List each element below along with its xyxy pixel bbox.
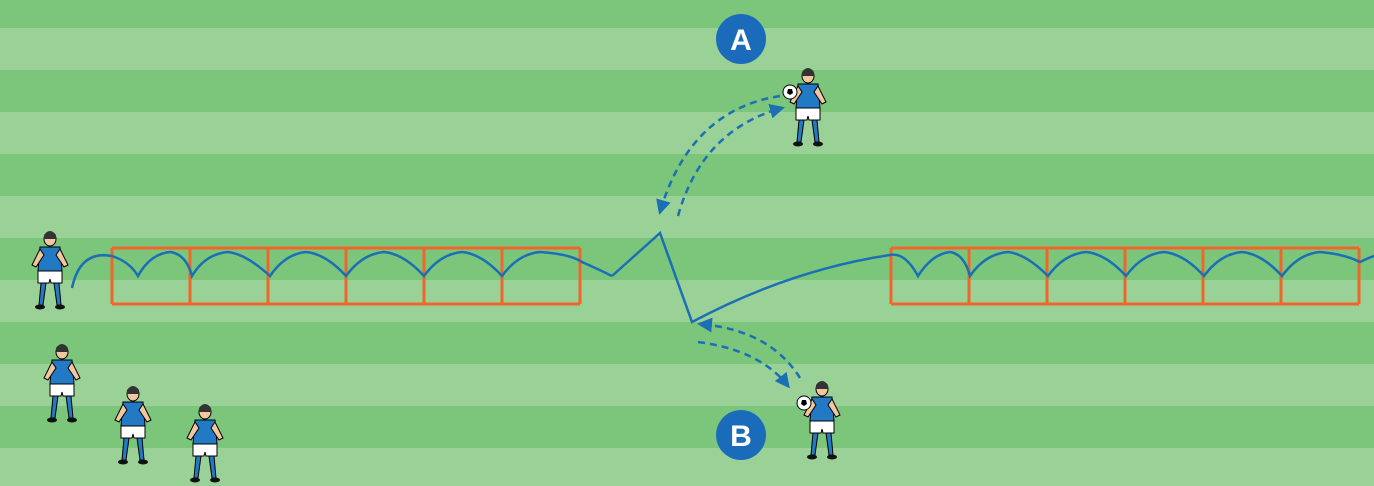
badge-b: B — [716, 410, 766, 460]
field-stripe — [0, 406, 1374, 448]
field-stripe — [0, 280, 1374, 322]
field-stripe — [0, 0, 1374, 28]
hop-path-right — [889, 250, 1374, 279]
badge-a-circle — [716, 14, 766, 64]
pass-arrow-b-back — [697, 340, 790, 389]
field-stripe — [0, 448, 1374, 486]
pass-arrow-a-back — [676, 103, 785, 217]
field-stripe — [0, 322, 1374, 364]
badge-a: A — [716, 14, 766, 64]
field-stripe — [0, 112, 1374, 154]
field-stripe — [0, 28, 1374, 70]
field-stripe — [0, 364, 1374, 406]
badge-b-label: B — [730, 420, 752, 453]
badge-b-circle — [716, 410, 766, 460]
agility-ladder-left — [110, 246, 582, 306]
badge-a-label: A — [730, 24, 752, 57]
pass-arrow-b-out — [697, 317, 802, 379]
zigzag-path — [611, 230, 891, 324]
hop-path-left — [70, 250, 613, 289]
field-stripe — [0, 196, 1374, 238]
field-stripe — [0, 70, 1374, 112]
pass-arrow-a-out — [656, 94, 781, 215]
